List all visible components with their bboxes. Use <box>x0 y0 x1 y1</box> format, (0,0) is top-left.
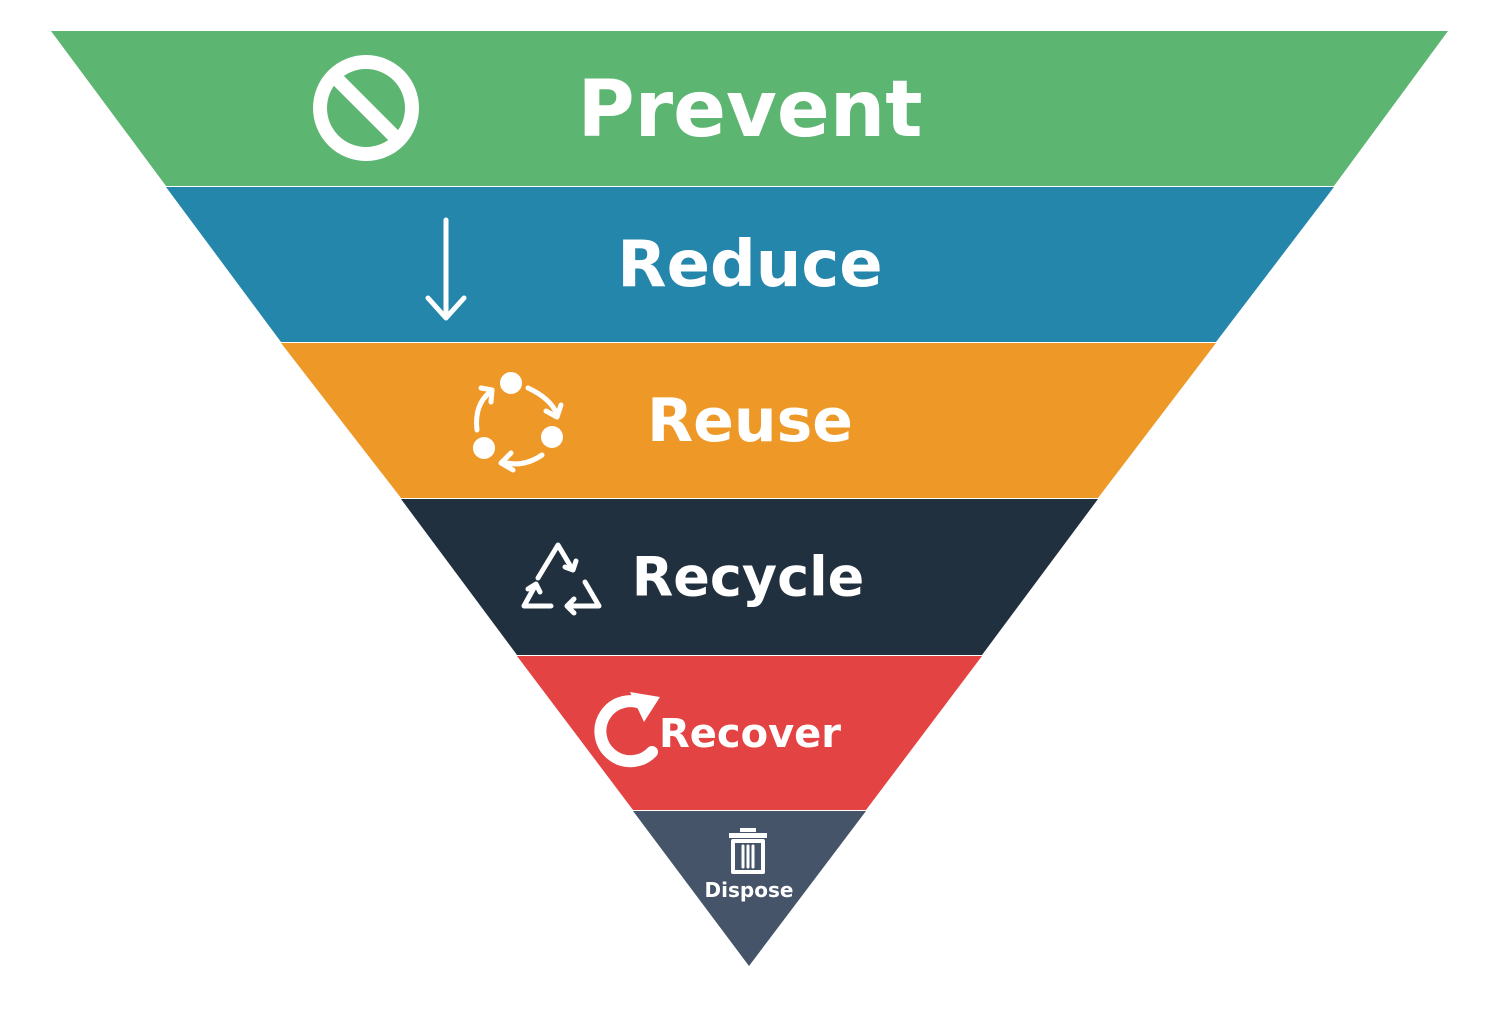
arrow-down-icon <box>425 217 467 321</box>
tier-label-reduce: Reduce <box>617 228 882 302</box>
recycle-icon <box>521 542 602 616</box>
tier-label-recycle: Recycle <box>632 546 865 609</box>
tier-label-dispose: Dispose <box>705 878 794 902</box>
tier-band-dispose <box>633 811 866 966</box>
trash-can-icon <box>729 828 767 874</box>
tier-label-prevent: Prevent <box>577 65 922 155</box>
refresh-arrow-icon <box>594 692 660 768</box>
prohibited-icon <box>313 55 419 161</box>
cycle-nodes-icon <box>473 372 564 473</box>
tier-band-recycle <box>401 499 1098 655</box>
tier-label-recover: Recover <box>659 711 841 757</box>
tier-label-reuse: Reuse <box>647 386 853 456</box>
